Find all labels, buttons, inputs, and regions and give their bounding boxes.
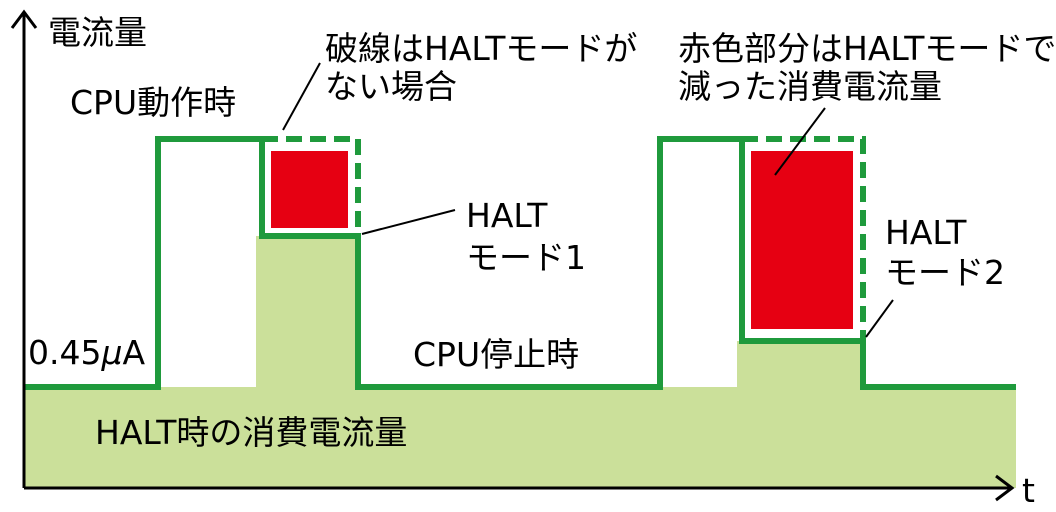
- halt-mode2-label-line2: モード2: [885, 253, 1005, 292]
- halt-baseline-fill: [24, 387, 1016, 488]
- dashed-note-line2: ない場合: [325, 67, 457, 106]
- baseline-current-label: 0.45μA: [28, 332, 145, 374]
- y-axis-arrow: [10, 9, 38, 29]
- red-note-line2: 減った消費電流量: [678, 67, 942, 106]
- halt-mode1-fill: [256, 236, 357, 387]
- cpu-stopped-label: CPU停止時: [413, 335, 580, 374]
- leader-red-note: [774, 107, 826, 176]
- x-axis-label: t: [1022, 471, 1035, 510]
- cpu-active-label: CPU動作時: [70, 83, 237, 122]
- dashed-note-line1: 破線はHALTモードが: [325, 29, 638, 68]
- saved-current-block-2: [751, 151, 853, 329]
- current-waveform: [24, 136, 1016, 390]
- halt-mode1-label-line2: モード1: [466, 238, 586, 277]
- halt-current-label: HALT時の消費電流量: [95, 413, 408, 452]
- halt-mode2-label-line1: HALT: [885, 213, 967, 252]
- baseline-value: 0.45: [28, 333, 102, 372]
- leader-mode2: [865, 299, 894, 338]
- leader-dashed-note: [282, 62, 321, 131]
- x-axis-arrow: [995, 474, 1015, 502]
- leader-mode1: [361, 209, 456, 235]
- halt-mode2-fill: [737, 341, 863, 387]
- y-axis-label: 電流量: [48, 13, 147, 52]
- baseline-unit: A: [122, 333, 146, 372]
- dashed-line-mode2: [742, 136, 866, 341]
- baseline-mu: μ: [101, 333, 123, 372]
- dashed-line-mode1: [262, 136, 361, 236]
- halt-mode1-label-line1: HALT: [466, 196, 548, 235]
- red-note-line1: 赤色部分はHALTモードで: [678, 29, 1056, 68]
- saved-current-block-1: [271, 151, 348, 228]
